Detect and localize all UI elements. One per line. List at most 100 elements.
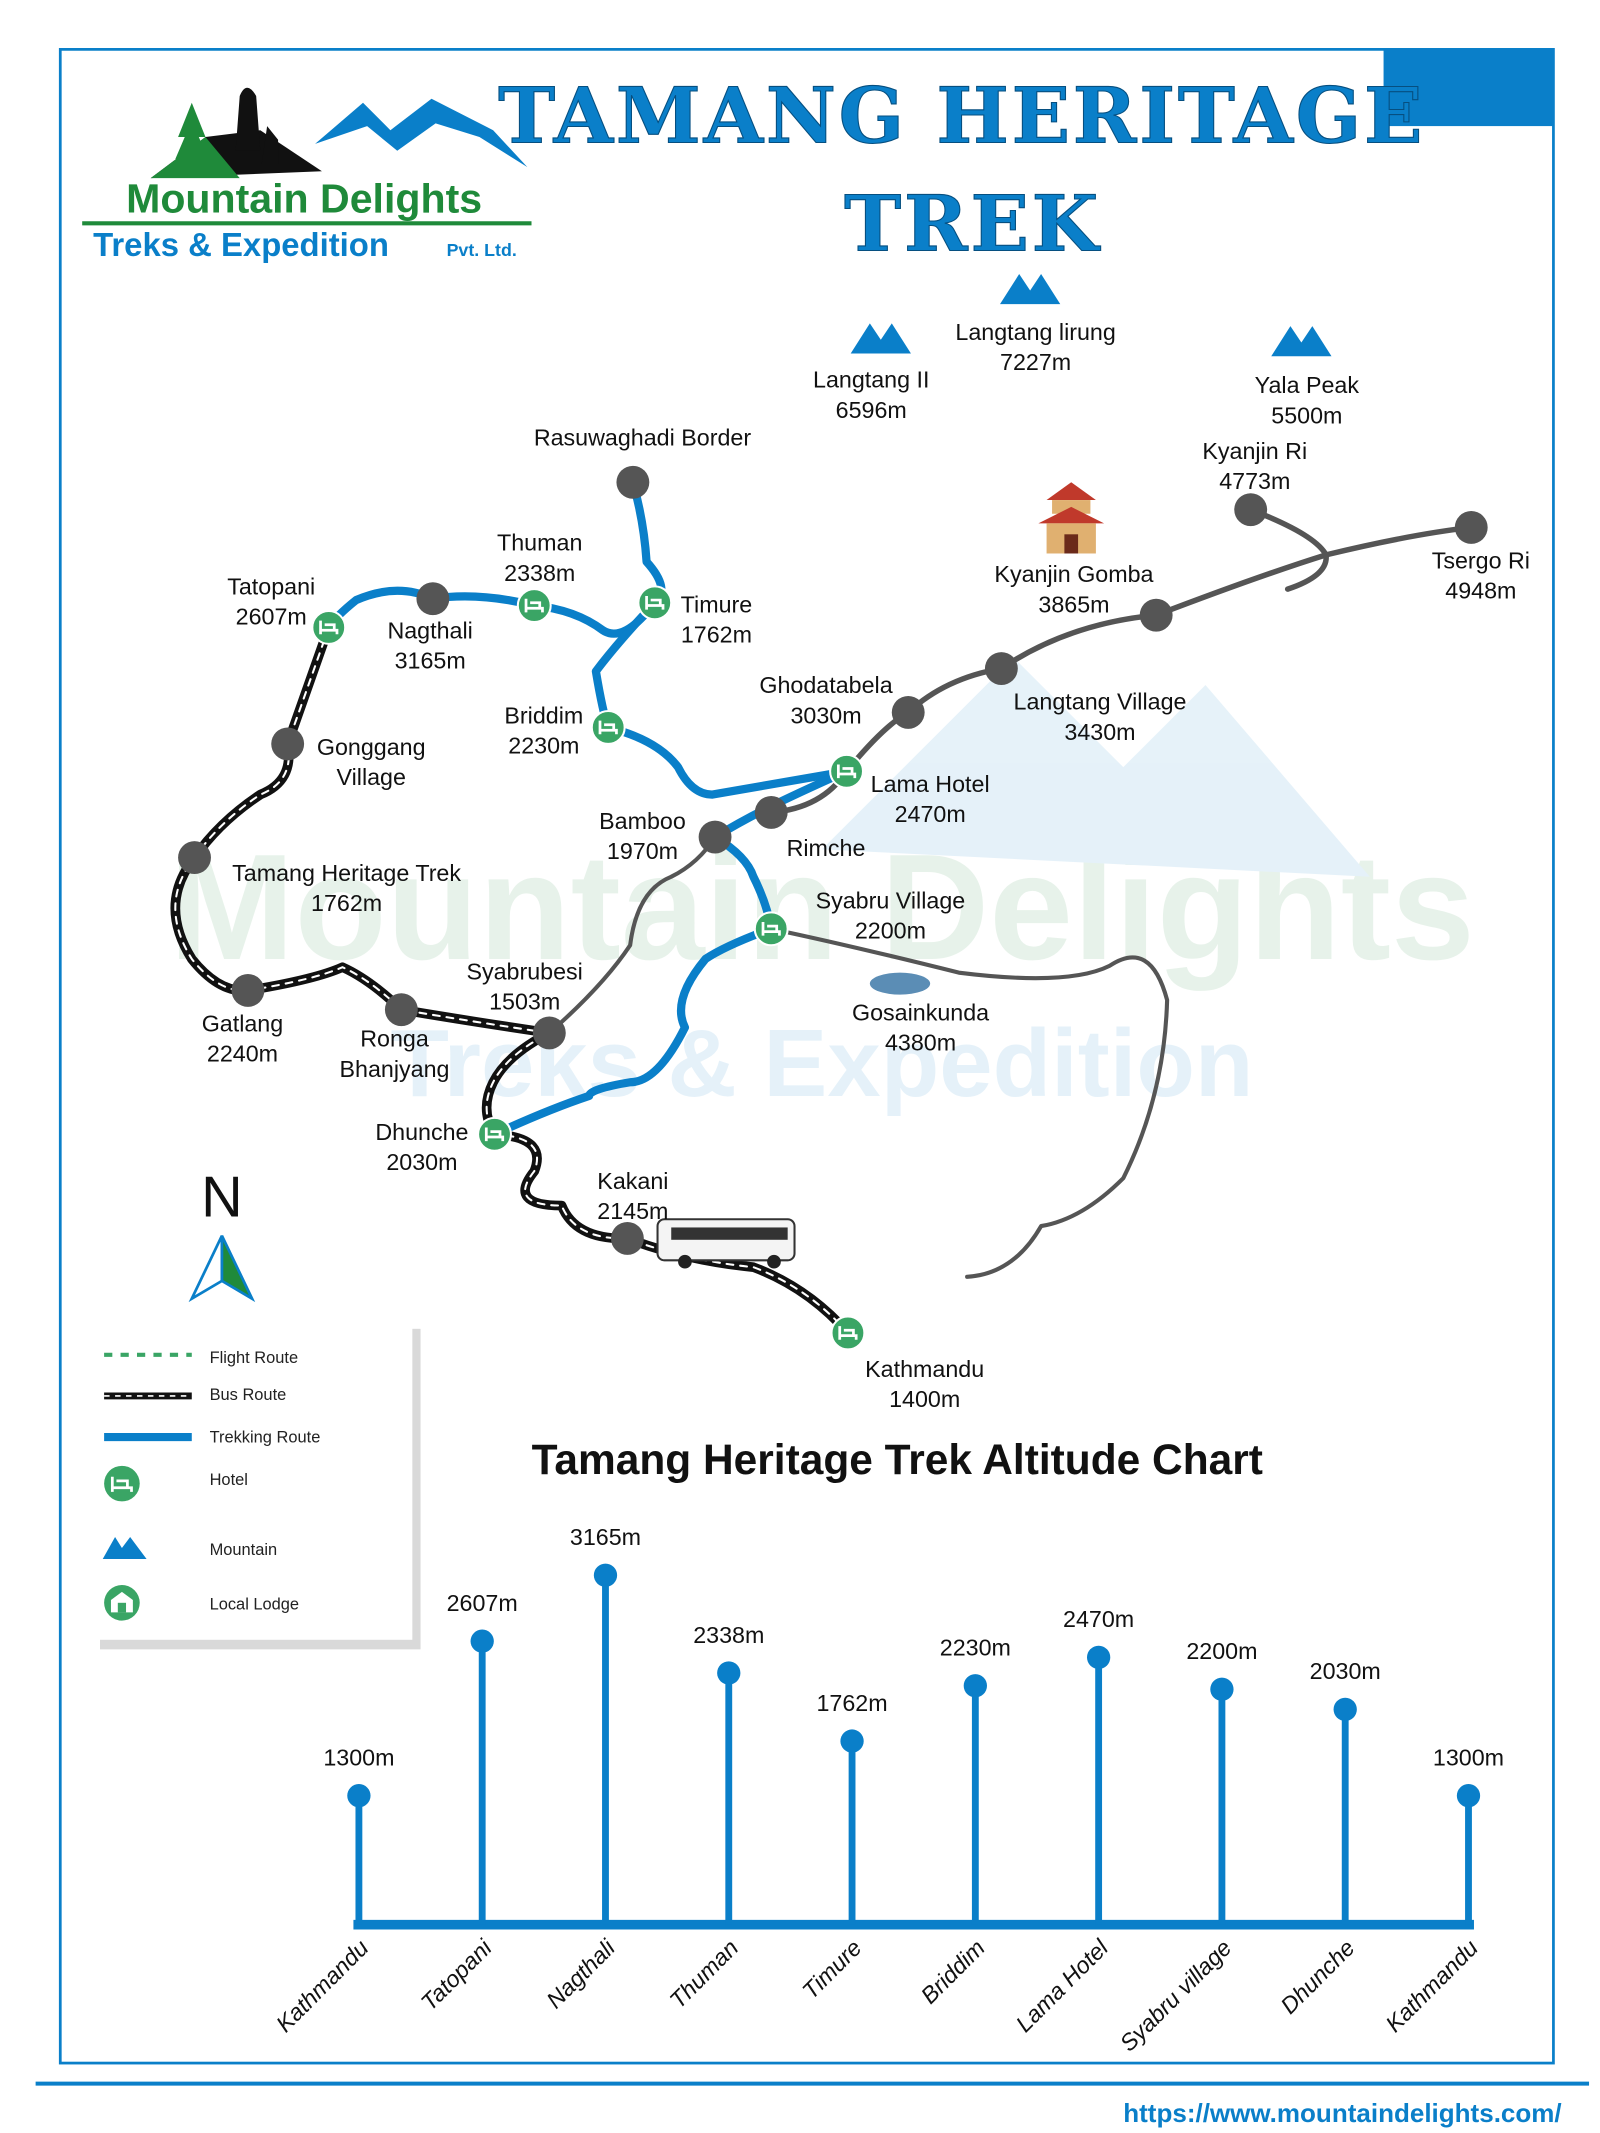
svg-text:Mountain Delights: Mountain Delights (169, 823, 1475, 991)
stop-marker (384, 993, 418, 1027)
place-altitude: 3865m (1038, 591, 1109, 617)
compass: N (188, 1166, 256, 1303)
altitude-point (1086, 1645, 1111, 1670)
category-label: Briddim (916, 1935, 990, 2009)
logo-suffix: Pvt. Ltd. (447, 240, 517, 260)
place-altitude: 1970m (607, 838, 678, 864)
legend-label: Hotel (210, 1471, 248, 1489)
mountain-name: Langtang lirung (955, 319, 1115, 345)
chart-title: Tamang Heritage Trek Altitude Chart (532, 1436, 1263, 1483)
place-name: Kakani (597, 1168, 668, 1194)
place-name: Kyanjin Ri (1202, 438, 1307, 464)
hotel-icon (753, 911, 789, 947)
compass-north-label: N (201, 1166, 243, 1230)
category-label: Syabru village (1115, 1934, 1237, 2056)
mountain-icon (850, 323, 911, 354)
altitude-label: 2230m (940, 1635, 1011, 1661)
legend-label: Local Lodge (210, 1596, 300, 1614)
place-name: Langtang Village (1014, 689, 1187, 715)
place-name: Thuman (497, 530, 582, 556)
corner-block (1383, 49, 1554, 127)
place-name: Kyanjin Gomba (994, 561, 1153, 587)
legend-label: Trekking Route (210, 1429, 321, 1447)
place-altitude: 4380m (885, 1030, 956, 1056)
place-name: Kathmandu (865, 1356, 984, 1382)
place-altitude: 3165m (395, 648, 466, 674)
altitude-label: 2030m (1310, 1658, 1381, 1684)
category-label: Dhunche (1275, 1934, 1359, 2018)
place-name: Briddim (504, 702, 583, 728)
logo-subtitle: Treks & Expedition (93, 226, 389, 263)
mountain-icon (1271, 326, 1332, 357)
category-label: Nagthali (541, 1934, 620, 2013)
gosainkunda-lake (869, 972, 931, 995)
altitude-point (593, 1563, 618, 1587)
compass-arrow-icon (188, 1235, 224, 1303)
stop-marker (231, 974, 265, 1007)
altitude-point (1333, 1697, 1357, 1722)
place-name: Ghodatabela (759, 672, 892, 698)
place-altitude: Village (337, 764, 406, 790)
stop-marker (698, 820, 732, 854)
place-altitude: 2145m (597, 1198, 668, 1224)
mountain-altitude: 6596m (836, 397, 907, 423)
place-altitude: 4948m (1445, 578, 1516, 604)
hotel-icon (104, 1465, 140, 1502)
altitude-point (963, 1674, 987, 1698)
mountain-altitude: 5500m (1271, 402, 1342, 428)
category-label: Timure (797, 1934, 866, 2003)
altitude-point (840, 1729, 864, 1753)
hotel-icon (477, 1116, 512, 1152)
hotel-icon (516, 588, 552, 624)
place-altitude: 2030m (386, 1149, 457, 1175)
place-name: Timure (681, 591, 753, 617)
place-name: Gatlang (202, 1011, 284, 1037)
stop-marker (891, 695, 925, 729)
bus-icon (656, 1218, 796, 1269)
altitude-label: 2607m (447, 1590, 518, 1616)
frame (58, 48, 1555, 2065)
place-altitude: Bhanjyang (340, 1056, 450, 1082)
altitude-chart: 1300mKathmandu2607mTatopani3165mNagthali… (271, 1524, 1504, 2056)
stop-marker (271, 727, 305, 761)
place-altitude: 1762m (681, 622, 752, 648)
category-label: Kathmandu (1380, 1934, 1483, 2037)
place-altitude: 2338m (504, 560, 575, 586)
place-name: Ronga (360, 1026, 429, 1052)
legend-label: Flight Route (210, 1349, 299, 1367)
trekking-route (324, 478, 666, 638)
mountain-name: Yala Peak (1255, 372, 1360, 398)
stop-marker (532, 1016, 566, 1050)
logo: Mountain Delights Treks & Expedition Pvt… (82, 87, 532, 263)
place-name: Syabrubesi (466, 959, 582, 985)
place-name: Dhunche (375, 1119, 468, 1145)
place-name: Tamang Heritage Trek (232, 860, 461, 886)
stop-marker (1139, 598, 1173, 632)
place-altitude: 2607m (236, 604, 307, 630)
place-name: Tsergo Ri (1432, 548, 1530, 574)
place-name: Syabru Village (816, 887, 966, 913)
place-name: Nagthali (387, 617, 472, 643)
syabrubesi-bamboo-trail (547, 834, 718, 1035)
altitude-label: 2470m (1063, 1606, 1134, 1632)
place-altitude: 1762m (311, 890, 382, 916)
place-name: Rasuwaghadi Border (534, 424, 752, 450)
altitude-label: 3165m (570, 1524, 641, 1550)
stop-marker (616, 465, 650, 499)
altitude-label: 1300m (1433, 1745, 1504, 1771)
hotel-icon (311, 609, 347, 645)
place-name: Lama Hotel (871, 771, 990, 797)
place-name: Bamboo (599, 808, 686, 834)
footer-url-link[interactable]: https://www.mountaindelights.com/ (1123, 2098, 1561, 2128)
place-altitude: 2200m (855, 917, 926, 943)
place-name: Tatopani (227, 574, 315, 600)
lodge-icon (104, 1584, 140, 1621)
place-altitude: 1503m (489, 989, 560, 1015)
altitude-point (470, 1629, 494, 1653)
stop-marker (984, 652, 1018, 685)
altitude-label: 1762m (816, 1690, 887, 1716)
stop-marker (610, 1221, 644, 1255)
mountain-icon (1000, 274, 1061, 305)
logo-name: Mountain Delights (126, 175, 482, 221)
